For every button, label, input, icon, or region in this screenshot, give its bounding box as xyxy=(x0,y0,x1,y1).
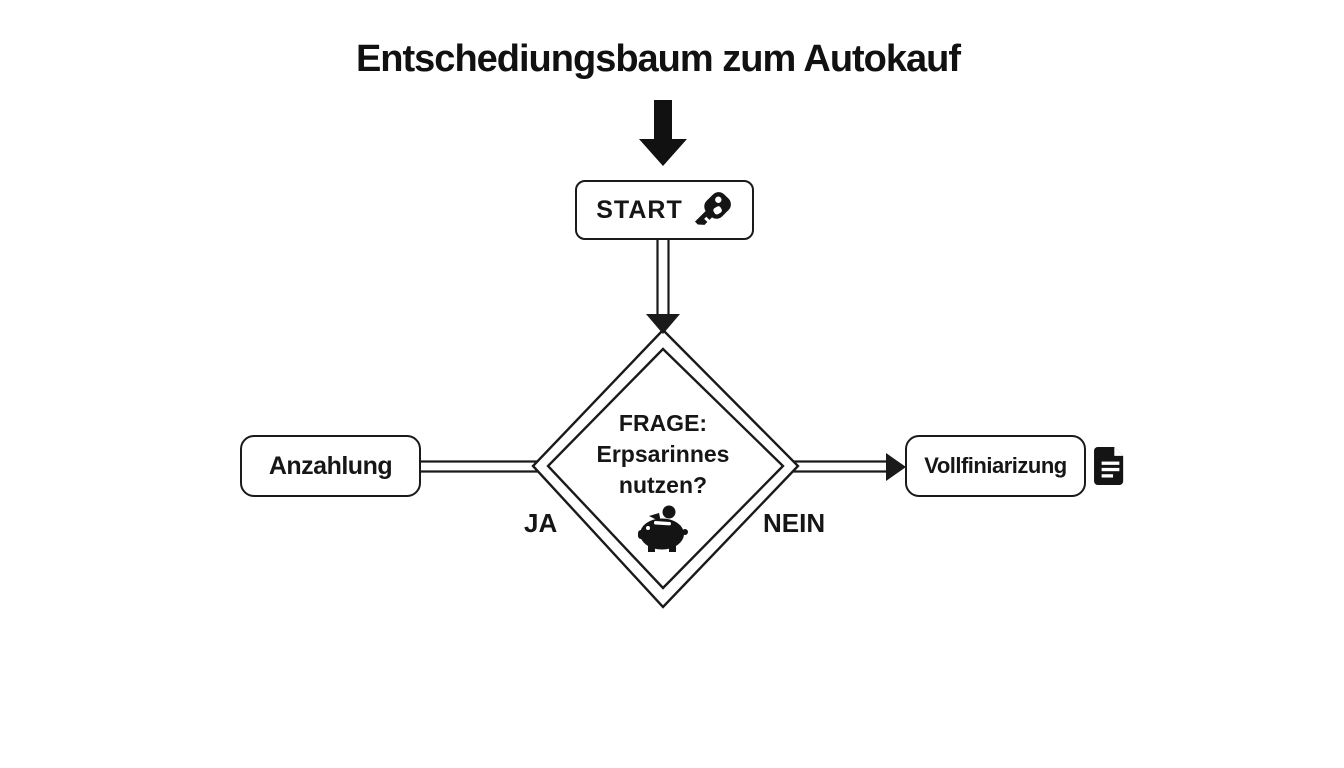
document-icon xyxy=(1094,447,1124,485)
right-arrowhead-icon xyxy=(886,453,906,481)
piggy-bank-icon xyxy=(638,505,688,552)
start-node-label: START xyxy=(596,195,683,224)
decision-diamond-outer xyxy=(531,328,800,609)
start-node: START xyxy=(575,180,754,240)
down-arrowhead-icon xyxy=(646,314,680,334)
edge-label-ja: JA xyxy=(524,508,558,538)
diagram-title: Entschediungsbaum zum Autokauf xyxy=(355,38,961,80)
anzahlung-node-label: Anzahlung xyxy=(268,451,393,480)
vollfinanzierung-node: Vollfiniarizung xyxy=(905,435,1086,497)
anzahlung-node: Anzahlung xyxy=(240,435,421,497)
decision-question-line3: nutzen? xyxy=(618,472,708,498)
decision-diamond-inner xyxy=(546,347,785,590)
car-key-icon xyxy=(694,192,731,225)
top-arrow-icon xyxy=(639,100,687,166)
vollfinanzierung-node-label: Vollfiniarizung xyxy=(924,453,1067,478)
decision-question: FRAGE: Erpsarinnes nutzen? xyxy=(543,408,783,501)
edge-label-nein: NEIN xyxy=(763,508,826,538)
decision-question-line1: FRAGE: xyxy=(618,410,708,436)
decision-question-line2: Erpsarinnes xyxy=(596,441,730,467)
